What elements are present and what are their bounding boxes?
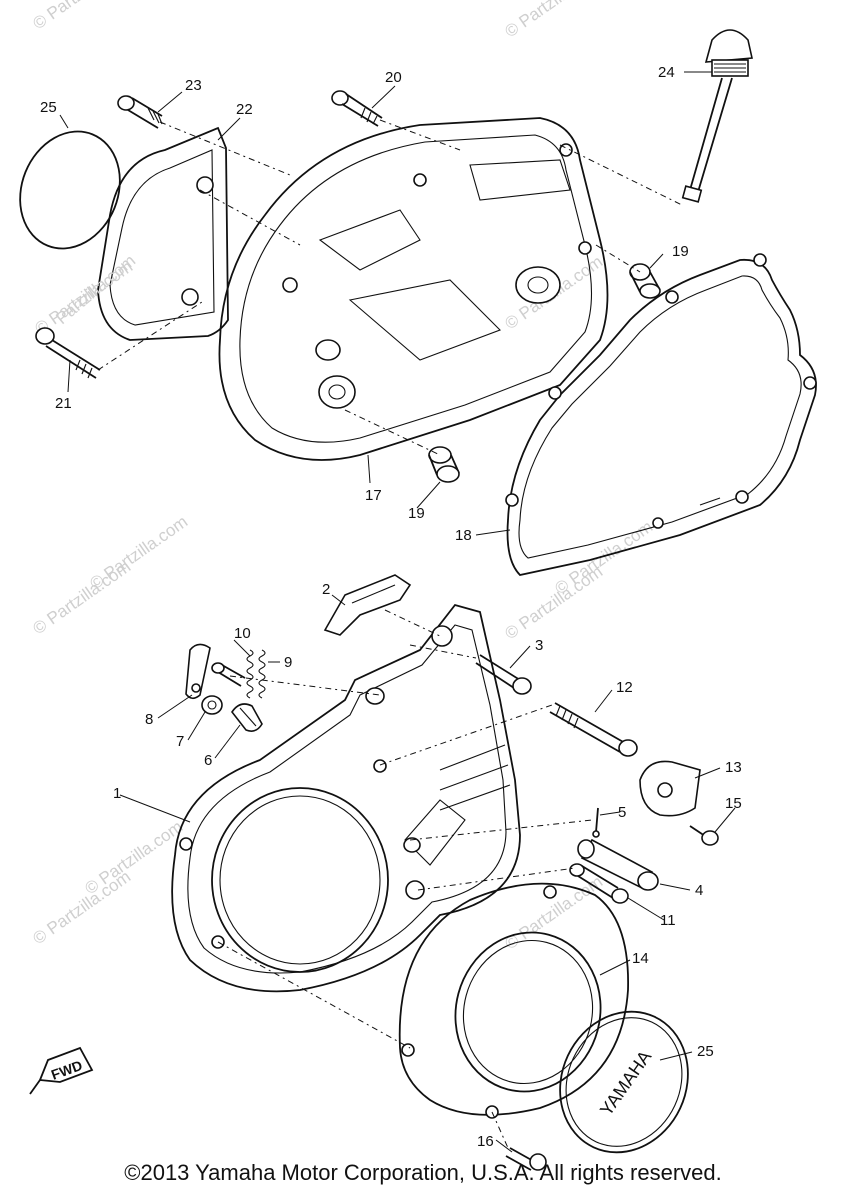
bolt-part-3 bbox=[475, 654, 532, 695]
callout-11: 11 bbox=[660, 912, 676, 929]
cap-part-25: YAMAHA bbox=[559, 1010, 689, 1154]
watermarks: © Partzilla.com © Partzilla.com © Partzi… bbox=[29, 0, 656, 953]
watermark: © Partzilla.com bbox=[29, 0, 134, 33]
forward-arrow-icon: FWD bbox=[29, 1046, 94, 1095]
callout-21: 21 bbox=[55, 395, 72, 412]
lever-part-8 bbox=[185, 643, 211, 700]
pin-part-5 bbox=[592, 807, 600, 838]
bolt-part-16 bbox=[505, 1147, 547, 1171]
plate-part-13 bbox=[639, 760, 701, 817]
callout-1: 1 bbox=[113, 785, 121, 802]
callout-24: 24 bbox=[658, 64, 675, 81]
cap-logo-text: YAMAHA bbox=[596, 1047, 655, 1120]
watermark: © Partzilla.com bbox=[551, 517, 656, 598]
callout-19-top: 19 bbox=[672, 243, 689, 260]
callout-25-bottom: 25 bbox=[697, 1043, 714, 1060]
callout-16: 16 bbox=[477, 1133, 494, 1150]
crankcase-cover-part-17 bbox=[218, 117, 609, 461]
crankcase-cover-part-1 bbox=[171, 603, 521, 993]
o-ring-part-25 bbox=[19, 130, 121, 250]
pin-part-10 bbox=[211, 662, 246, 687]
callout-19-bottom: 19 bbox=[408, 505, 425, 522]
callout-2: 2 bbox=[322, 581, 330, 598]
callout-18: 18 bbox=[455, 527, 472, 544]
callout-13: 13 bbox=[725, 759, 742, 776]
spring-part-9 bbox=[246, 649, 266, 699]
dowel-pin-part-19b bbox=[428, 446, 460, 483]
callout-12: 12 bbox=[616, 679, 633, 696]
callout-6: 6 bbox=[204, 752, 212, 769]
bolt-part-11 bbox=[569, 863, 629, 904]
shaft-part-6 bbox=[231, 703, 263, 732]
watermark: Partzilla.com bbox=[52, 251, 139, 328]
bracket-part-2 bbox=[323, 574, 412, 636]
bolt-part-21 bbox=[35, 327, 101, 379]
callout-10: 10 bbox=[234, 625, 251, 642]
callout-20: 20 bbox=[385, 69, 402, 86]
bolt-part-12 bbox=[549, 702, 638, 757]
callout-3: 3 bbox=[535, 637, 543, 654]
callout-9: 9 bbox=[284, 654, 292, 671]
callout-5: 5 bbox=[618, 804, 626, 821]
callout-4: 4 bbox=[695, 882, 703, 899]
watermark: © Partzilla.com bbox=[81, 817, 186, 898]
screw-part-15 bbox=[689, 825, 719, 846]
cover-plate-part-22 bbox=[97, 126, 229, 341]
assembly-guide-lines-bottom bbox=[217, 609, 593, 1149]
bolt-part-20 bbox=[331, 90, 383, 127]
copyright-notice: ©2013 Yamaha Motor Corporation, U.S.A. A… bbox=[124, 1160, 722, 1185]
assembly-guide-lines bbox=[97, 119, 683, 456]
shaft-part-4 bbox=[577, 838, 659, 891]
dipstick-part-24 bbox=[681, 29, 753, 203]
watermark: © Partzilla.com bbox=[86, 512, 191, 593]
washer-part-7 bbox=[201, 695, 223, 715]
callout-15: 15 bbox=[725, 795, 742, 812]
watermark: © Partzilla.com bbox=[501, 0, 606, 41]
callout-25-top: 25 bbox=[40, 99, 57, 116]
callouts: 23 25 22 20 24 19 21 17 19 18 2 3 10 9 8… bbox=[40, 64, 742, 1150]
dowel-pin-part-19a bbox=[629, 263, 661, 299]
callout-7: 7 bbox=[176, 733, 184, 750]
bolt-part-23 bbox=[117, 95, 163, 129]
callout-17: 17 bbox=[365, 487, 382, 504]
gasket-part-18 bbox=[505, 253, 817, 576]
callout-23: 23 bbox=[185, 77, 202, 94]
leader-lines bbox=[59, 71, 736, 1153]
callout-8: 8 bbox=[145, 711, 153, 728]
cover-part-14 bbox=[398, 882, 629, 1119]
callout-22: 22 bbox=[236, 101, 253, 118]
callout-14: 14 bbox=[632, 950, 649, 967]
